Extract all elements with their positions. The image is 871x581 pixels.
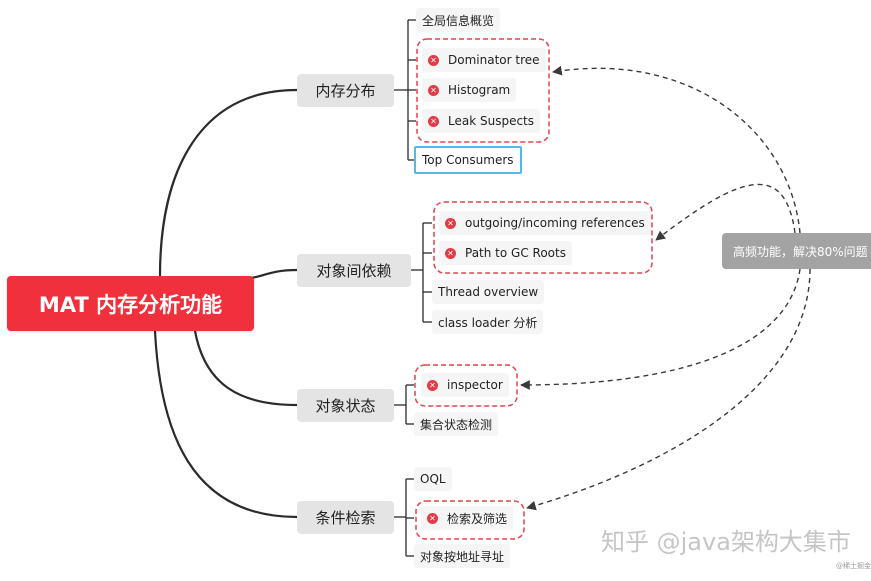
leaf-search-and-filter: ✕检索及筛选 [421, 506, 514, 530]
leaf-collection-state-detection: 集合状态检测 [414, 412, 499, 436]
high-frequency-groups [414, 38, 653, 540]
branch-object-dependencies: 对象间依赖 [297, 254, 411, 287]
close-circle-icon: ✕ [427, 512, 438, 524]
close-circle-icon: ✕ [428, 54, 439, 66]
watermark: 知乎 @java架构大集市 [601, 528, 851, 556]
watermark-small: @稀土掘金 [836, 562, 871, 570]
group-state [414, 364, 518, 407]
branch-connectors [394, 19, 432, 557]
leaf-top-consumers: Top Consumers [414, 146, 522, 174]
group-deps [433, 201, 653, 274]
branch-object-state: 对象状态 [297, 389, 394, 422]
leaf-class-loader-analysis: class loader 分析 [432, 310, 544, 334]
close-circle-icon: ✕ [427, 379, 438, 391]
high-frequency-callout: 高频功能，解决80%问题 [722, 233, 871, 269]
leaf-global-overview: 全局信息概览 [416, 8, 501, 32]
branch-conditional-search: 条件检索 [297, 501, 394, 534]
leaf-oql: OQL [414, 467, 452, 491]
branch-memory-distribution: 内存分布 [297, 74, 394, 107]
close-circle-icon: ✕ [445, 247, 456, 259]
root-node: MAT 内存分析功能 [7, 276, 254, 331]
connector-root-memory [158, 88, 298, 277]
callout-arrows [520, 65, 811, 511]
connector-root-state [193, 330, 298, 407]
leaf-dominator-tree: ✕Dominator tree [422, 48, 546, 72]
leaf-leak-suspects: ✕Leak Suspects [422, 109, 541, 133]
close-circle-icon: ✕ [428, 84, 439, 96]
connector-root-search [153, 330, 298, 519]
group-memory [416, 38, 550, 143]
close-circle-icon: ✕ [428, 115, 439, 127]
leaf-path-to-gc-roots: ✕Path to GC Roots [439, 241, 572, 265]
close-circle-icon: ✕ [445, 217, 456, 229]
group-search [415, 500, 525, 540]
connector-root-deps [247, 268, 298, 280]
leaf-outgoing-incoming-references: ✕outgoing/incoming references [439, 211, 651, 235]
leaf-histogram: ✕Histogram [422, 78, 517, 102]
leaf-object-address-lookup: 对象按地址寻址 [414, 544, 511, 568]
leaf-thread-overview: Thread overview [432, 280, 545, 304]
leaf-inspector: ✕inspector [421, 373, 509, 397]
